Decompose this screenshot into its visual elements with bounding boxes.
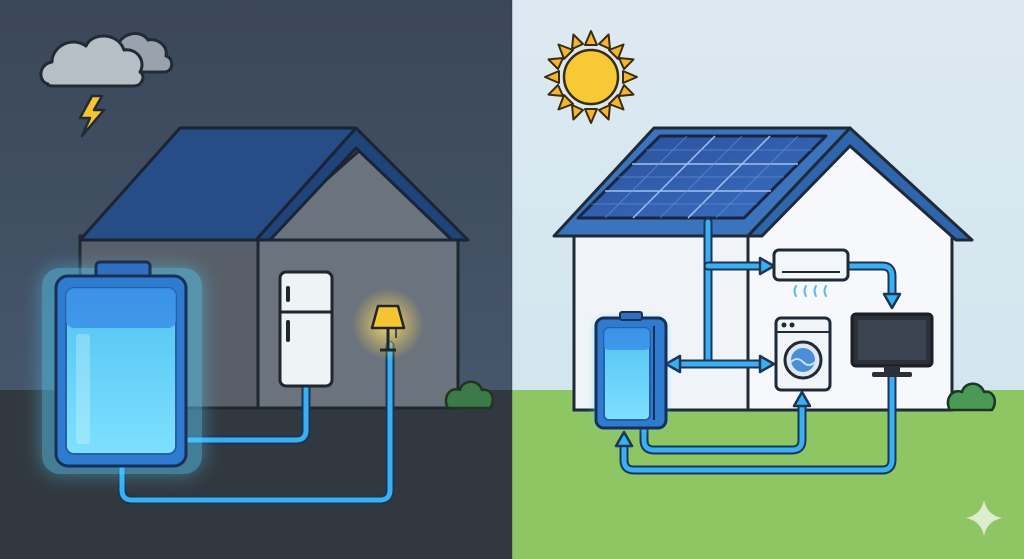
day-energy-lines bbox=[619, 217, 897, 475]
night-battery-icon bbox=[42, 260, 202, 474]
washing-machine-icon bbox=[774, 316, 832, 392]
bush bbox=[946, 382, 996, 412]
arrow-to-washer-right bbox=[758, 354, 776, 374]
sun-icon bbox=[544, 30, 638, 124]
day-battery-icon bbox=[594, 311, 668, 430]
night-scene bbox=[0, 0, 512, 559]
arrow-to-battery-left bbox=[664, 354, 682, 374]
day-house-roof-gable bbox=[746, 126, 974, 242]
refrigerator-icon bbox=[278, 270, 334, 388]
lamp-icon bbox=[352, 288, 424, 360]
night-energy-lines bbox=[117, 340, 395, 505]
arrow-to-tv bbox=[882, 292, 902, 310]
television-icon bbox=[850, 312, 934, 377]
bush bbox=[444, 380, 494, 410]
arrow-to-ac bbox=[758, 256, 776, 276]
flow-arrows bbox=[614, 256, 902, 448]
air-conditioner-icon bbox=[772, 248, 850, 297]
arrow-to-battery-up bbox=[614, 430, 634, 448]
sparkle-icon bbox=[966, 500, 1002, 536]
storm-cloud-lightning-icon bbox=[39, 32, 174, 138]
solar-panel-icon bbox=[576, 134, 828, 220]
arrow-to-washer-up bbox=[792, 390, 812, 408]
day-scene bbox=[512, 0, 1024, 559]
